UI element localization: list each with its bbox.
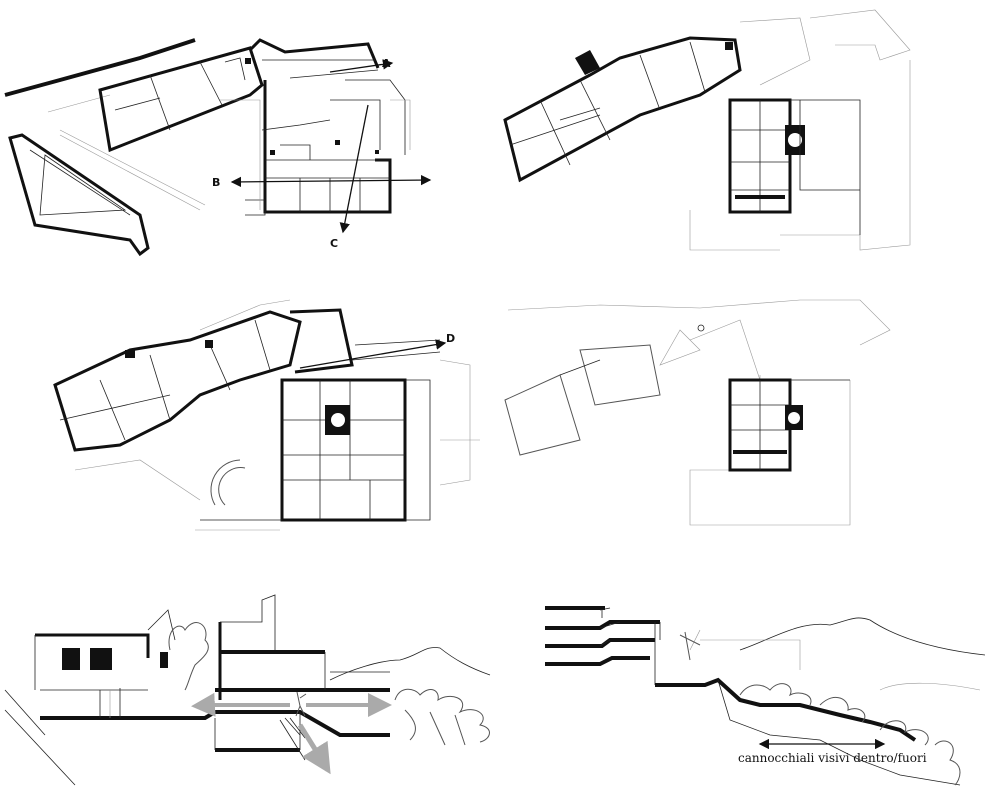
plan-level-2: [503, 9, 911, 251]
section-marker-b: B: [212, 176, 220, 189]
section-marker-d: D: [446, 332, 455, 345]
section-marker-a: A: [382, 57, 391, 70]
plan-level-3: D: [53, 299, 480, 531]
plan-level-1: A B C: [4, 38, 432, 257]
view-caption: cannocchiali visivi dentro/fuori: [738, 751, 927, 765]
section-drawing-1: [4, 594, 491, 786]
plan-level-4: [504, 299, 891, 526]
section-marker-c: C: [330, 237, 338, 250]
section-drawing-2: cannocchiali visivi dentro/fuori: [545, 606, 986, 786]
